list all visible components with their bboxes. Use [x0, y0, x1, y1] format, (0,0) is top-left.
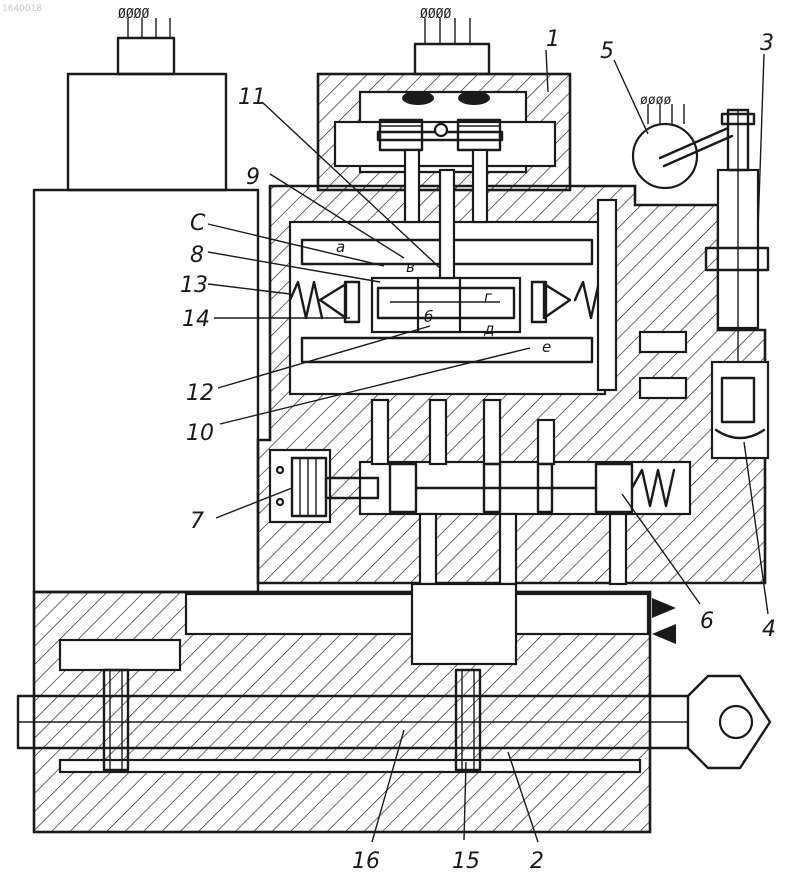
callout-7: 7: [190, 509, 204, 534]
callout-4: 4: [762, 617, 776, 642]
sensor-terminals-label: øøøø: [640, 93, 671, 108]
callout-10: 10: [186, 421, 214, 446]
chamber-g: г: [484, 288, 492, 306]
flow-arrows: [652, 598, 676, 644]
callout-14: 14: [182, 307, 210, 332]
callout-15: 15: [452, 849, 480, 874]
outlet-arrow: [652, 598, 676, 618]
callout-C: C: [190, 211, 206, 236]
left-terminals-label: ØØØØ: [118, 7, 149, 22]
callout-13: 13: [180, 273, 208, 298]
callout-2: 2: [530, 849, 544, 874]
actuator-base-2: [18, 584, 770, 832]
callout-1: 1: [546, 27, 560, 52]
callout-16: 16: [352, 849, 380, 874]
chamber-v: в: [406, 258, 415, 276]
main-valve-body: [258, 150, 765, 584]
chamber-b: б: [424, 308, 433, 326]
left-motor-block: ØØØØ: [34, 7, 258, 592]
callout-12: 12: [186, 381, 214, 406]
callout-5: 5: [600, 39, 614, 64]
chamber-d: д: [483, 320, 494, 338]
callout-11: 11: [238, 85, 266, 110]
inlet-arrow: [652, 624, 676, 644]
watermark-text: 1640018: [2, 4, 42, 14]
chamber-a: а: [336, 238, 345, 256]
top-valve-housing: ØØØØ: [318, 7, 570, 190]
top-terminals-label: ØØØØ: [420, 7, 451, 22]
callout-3: 3: [760, 31, 774, 56]
callout-6: 6: [700, 609, 714, 634]
callout-8: 8: [190, 243, 204, 268]
callout-9: 9: [246, 165, 260, 190]
chamber-e: е: [542, 338, 551, 356]
